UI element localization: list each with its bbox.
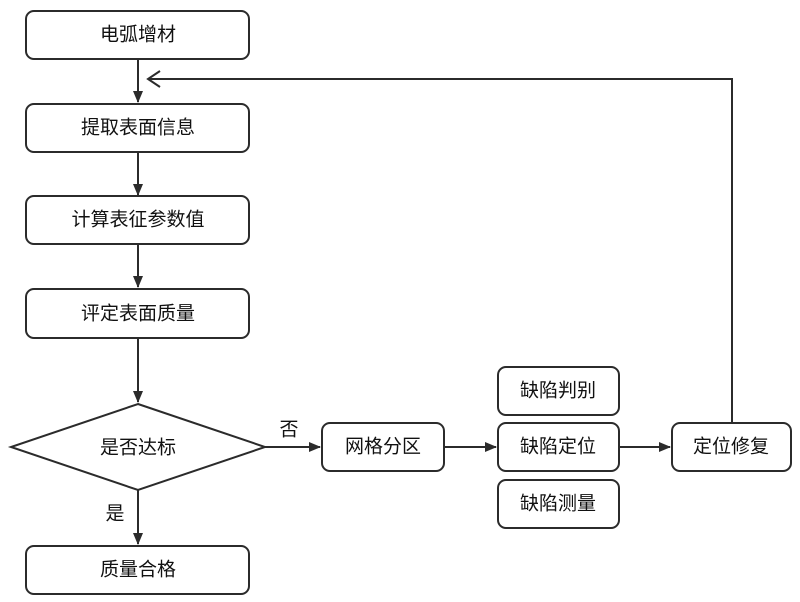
connectors xyxy=(133,60,733,545)
node-defect-locate: 缺陷定位 xyxy=(497,422,620,472)
loop-arrowhead xyxy=(146,70,161,88)
arrow-repair-loop-back xyxy=(148,78,733,423)
node-defect-judge-label: 缺陷判别 xyxy=(520,380,596,402)
node-arc-am-label: 电弧增材 xyxy=(100,24,176,46)
node-extract-label: 提取表面信息 xyxy=(81,117,195,139)
node-decision: 是否达标 xyxy=(7,402,269,492)
node-qualified-label: 质量合格 xyxy=(100,559,176,581)
node-compute: 计算表征参数值 xyxy=(25,195,250,245)
node-repair-label: 定位修复 xyxy=(693,436,769,458)
node-grid: 网格分区 xyxy=(321,422,445,472)
node-defect-locate-label: 缺陷定位 xyxy=(520,436,596,458)
node-compute-label: 计算表征参数值 xyxy=(71,209,204,231)
node-arc-am: 电弧增材 xyxy=(25,10,250,60)
edge-label-yes: 是 xyxy=(105,503,124,525)
node-evaluate: 评定表面质量 xyxy=(25,288,250,339)
node-extract: 提取表面信息 xyxy=(25,103,250,153)
node-qualified: 质量合格 xyxy=(25,545,250,595)
edge-label-no: 否 xyxy=(279,419,298,441)
node-repair: 定位修复 xyxy=(671,422,792,472)
node-grid-label: 网格分区 xyxy=(345,436,421,458)
node-defect-judge: 缺陷判别 xyxy=(497,366,620,416)
node-evaluate-label: 评定表面质量 xyxy=(81,303,195,325)
node-defect-measure: 缺陷测量 xyxy=(497,479,620,529)
node-defect-measure-label: 缺陷测量 xyxy=(520,493,596,515)
node-decision-label: 是否达标 xyxy=(100,437,176,459)
